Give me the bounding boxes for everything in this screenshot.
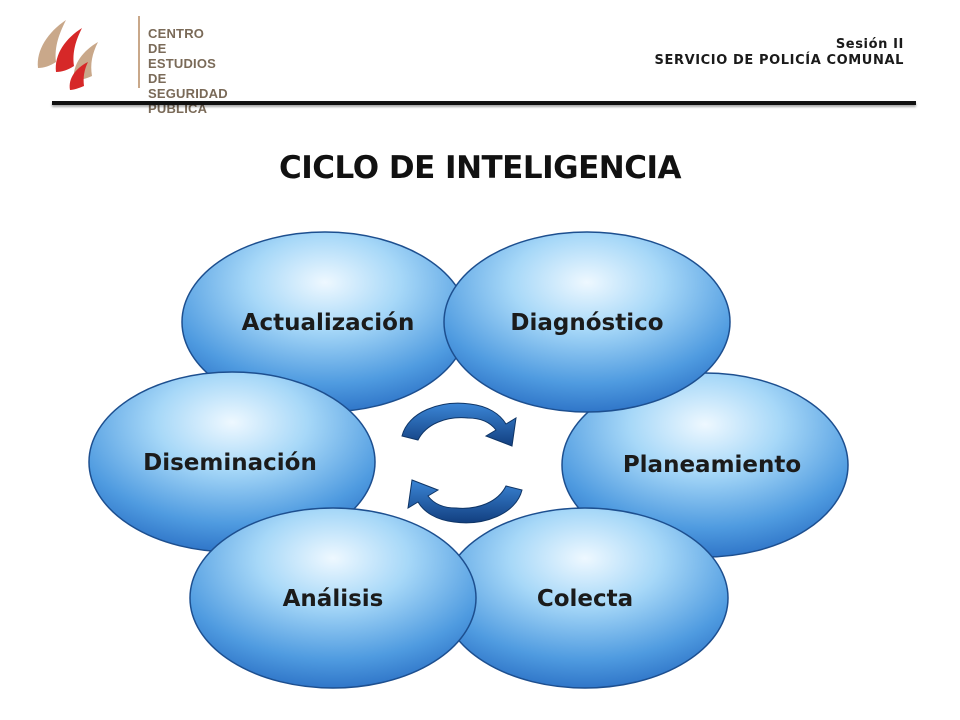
node-label: Colecta bbox=[537, 586, 633, 612]
node-sphere bbox=[189, 507, 477, 689]
session-header: Sesión II SERVICIO DE POLICÍA COMUNAL bbox=[655, 37, 904, 69]
node-label: Diagnóstico bbox=[510, 310, 663, 336]
session-label: Sesión II bbox=[835, 37, 904, 52]
node-planeamiento: Planeamiento bbox=[561, 372, 849, 558]
logo-line: DE SEGURIDAD bbox=[148, 71, 228, 101]
node-colecta: Colecta bbox=[441, 507, 729, 689]
logo-line: CENTRO bbox=[148, 26, 205, 41]
node-diagnostico: Diagnóstico bbox=[443, 231, 731, 413]
logo-divider bbox=[138, 16, 140, 88]
cycle-arrow-top-icon bbox=[401, 402, 517, 447]
page-title: CICLO DE INTELIGENCIA bbox=[279, 150, 681, 186]
node-label: Actualización bbox=[242, 310, 415, 336]
logo-mark-icon bbox=[37, 20, 98, 90]
node-analisis: Análisis bbox=[189, 507, 477, 689]
node-label: Diseminación bbox=[143, 450, 317, 476]
cycle-arrow-bottom-icon bbox=[407, 479, 523, 524]
header-rule bbox=[52, 101, 916, 105]
logo-line: DE ESTUDIOS bbox=[148, 41, 217, 71]
node-label: Análisis bbox=[283, 586, 384, 612]
node-sphere bbox=[443, 231, 731, 413]
node-label: Planeamiento bbox=[623, 452, 801, 478]
node-actualizacion: Actualización bbox=[181, 231, 469, 413]
course-label: SERVICIO DE POLICÍA COMUNAL bbox=[654, 53, 904, 68]
